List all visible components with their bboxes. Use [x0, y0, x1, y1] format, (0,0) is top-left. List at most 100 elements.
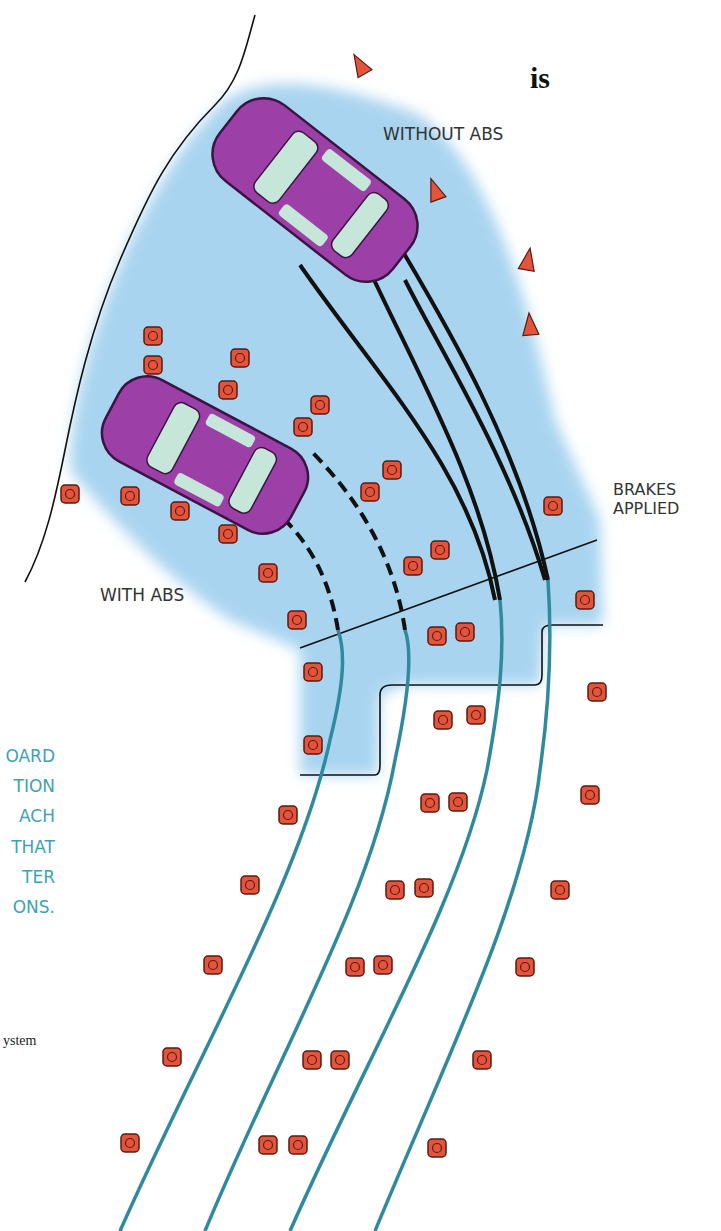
- ice-patch: [70, 84, 603, 775]
- skid-mark: [300, 265, 495, 600]
- marker-hole: [264, 1141, 273, 1150]
- marker-hole: [409, 562, 418, 571]
- marker-hole: [126, 492, 135, 501]
- marker-block: [144, 356, 162, 374]
- marker-block: [581, 786, 599, 804]
- traffic-cone: [347, 51, 372, 78]
- marker-block: [231, 349, 249, 367]
- ice-boundary: [300, 625, 603, 775]
- marker-block: [428, 627, 446, 645]
- marker-hole: [336, 1056, 345, 1065]
- marker-block: [204, 956, 222, 974]
- caption-fragment: TION: [0, 776, 55, 796]
- marker-block: [303, 1051, 321, 1069]
- marker-block: [374, 956, 392, 974]
- car-side-window: [320, 148, 372, 193]
- tire-track: [375, 580, 550, 1231]
- marker-hole: [308, 1056, 317, 1065]
- road-edge: [25, 15, 255, 582]
- marker-block: [383, 461, 401, 479]
- car-windshield: [251, 128, 321, 206]
- car-side-window: [204, 413, 256, 449]
- marker-block: [404, 557, 422, 575]
- marker-hole: [236, 354, 245, 363]
- car-windshield: [144, 400, 203, 477]
- marker-block: [241, 876, 259, 894]
- marker-hole: [436, 546, 445, 555]
- marker-hole: [246, 881, 255, 890]
- dashed-track: [285, 520, 338, 630]
- marker-block: [473, 1051, 491, 1069]
- marker-hole: [209, 961, 218, 970]
- marker-block: [431, 541, 449, 559]
- dashed-track: [310, 450, 405, 630]
- marker-hole: [521, 963, 530, 972]
- skid-mark: [405, 280, 545, 580]
- caption-fragment: ONS.: [0, 897, 55, 917]
- car-side-window: [277, 203, 329, 248]
- marker-hole: [379, 961, 388, 970]
- marker-hole: [549, 502, 558, 511]
- marker-block: [294, 418, 312, 436]
- marker-block: [346, 958, 364, 976]
- marker-hole: [299, 423, 308, 432]
- brakes-applied-line: [300, 540, 597, 648]
- marker-block: [415, 879, 433, 897]
- caption-fragment: THAT: [0, 837, 55, 857]
- marker-hole: [316, 401, 325, 410]
- marker-hole: [439, 716, 448, 725]
- marker-hole: [426, 799, 435, 808]
- marker-block: [61, 485, 79, 503]
- marker-block: [434, 711, 452, 729]
- marker-hole: [586, 791, 595, 800]
- footnote-fragment: ystem: [3, 1033, 36, 1050]
- marker-hole: [420, 884, 429, 893]
- marker-block: [219, 525, 237, 543]
- marker-block: [289, 1136, 307, 1154]
- marker-block: [171, 502, 189, 520]
- marker-block: [121, 487, 139, 505]
- marker-block: [544, 497, 562, 515]
- marker-hole: [478, 1056, 487, 1065]
- caption-fragment: OARD: [0, 746, 55, 766]
- marker-block: [163, 1048, 181, 1066]
- marker-hole: [284, 811, 293, 820]
- panel-label: WITH ABS: [100, 585, 184, 605]
- tire-track: [205, 630, 409, 1231]
- marker-block: [288, 611, 306, 629]
- marker-block: [361, 483, 379, 501]
- cone-markers: [61, 51, 606, 1157]
- marker-hole: [472, 711, 481, 720]
- marker-block: [279, 806, 297, 824]
- marker-hole: [168, 1053, 177, 1062]
- caption-fragment: TER: [0, 867, 55, 887]
- marker-block: [259, 1136, 277, 1154]
- marker-hole: [366, 488, 375, 497]
- car-rear-window: [328, 189, 391, 261]
- marker-hole: [391, 886, 400, 895]
- marker-block: [311, 396, 329, 414]
- car-body: [91, 365, 320, 545]
- marker-hole: [224, 386, 233, 395]
- car-rear-window: [226, 445, 279, 516]
- heading-fragment: is: [530, 60, 550, 96]
- skid-marks: [300, 230, 548, 600]
- marker-hole: [264, 569, 273, 578]
- skid-mark: [390, 230, 548, 580]
- marker-block: [551, 881, 569, 899]
- car-with-abs: [91, 365, 320, 545]
- marker-hole: [433, 632, 442, 641]
- car-body: [199, 84, 431, 295]
- marker-hole: [309, 741, 318, 750]
- traffic-cone: [423, 176, 446, 202]
- marker-hole: [149, 361, 158, 370]
- marker-hole: [66, 490, 75, 499]
- marker-hole: [294, 1141, 303, 1150]
- marker-block: [421, 794, 439, 812]
- marker-block: [304, 663, 322, 681]
- marker-block: [259, 564, 277, 582]
- marker-block: [456, 623, 474, 641]
- marker-block: [516, 958, 534, 976]
- marker-hole: [351, 963, 360, 972]
